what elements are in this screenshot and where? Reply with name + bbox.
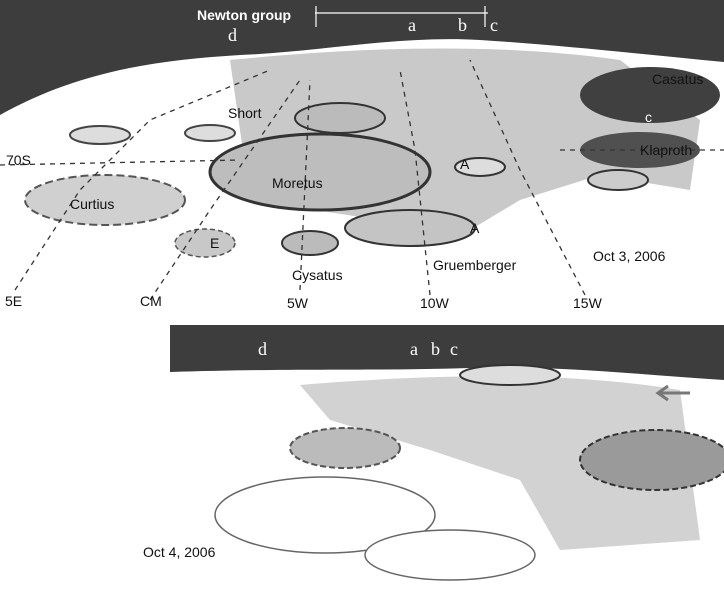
bottom-b-label: b: [431, 339, 440, 359]
gruemberger-crater: [344, 209, 476, 247]
longitude-5w-label: 5W: [287, 295, 308, 311]
newton-b-label: b: [458, 15, 467, 35]
arrow-icon: [655, 384, 690, 402]
small-crater: [69, 125, 131, 145]
e-crater: [174, 228, 236, 258]
e-label: E: [210, 235, 220, 251]
newton-c-label: c: [490, 15, 498, 35]
casatus-label: Casatus: [652, 71, 704, 87]
limb-shadow-top: [0, 0, 724, 115]
short-label: Short: [228, 105, 262, 121]
a-crater: [454, 157, 506, 177]
casatus-c-label: c: [645, 109, 652, 125]
cysatus-label: Cysatus: [292, 267, 343, 283]
gruemberger-label: Gruemberger: [433, 257, 517, 273]
casatus-crater: [580, 67, 720, 123]
longitude-cm-label: CM: [140, 293, 162, 309]
small-crater: [184, 124, 236, 142]
limb-shadow-bottom: [170, 325, 724, 380]
short-crater: [294, 102, 386, 134]
longitude-10w-label: 10W: [420, 295, 449, 311]
newton-group-bracket: [315, 6, 488, 27]
klaproth-label: Klaproth: [640, 142, 693, 158]
crater: [459, 364, 561, 386]
small-crater: [587, 169, 649, 191]
crater-outline: [364, 529, 536, 581]
newton-d-label: d: [228, 25, 237, 45]
moretus-crater: [208, 132, 432, 212]
crater: [289, 427, 401, 469]
cysatus-crater: [281, 230, 339, 256]
large-crater: [579, 429, 724, 491]
curtius-outline: [214, 476, 436, 554]
newton-group-label: Newton group: [197, 7, 292, 23]
a-north-label: A: [460, 156, 470, 172]
a-south-label: A: [470, 220, 480, 236]
date-top: Oct 3, 2006: [593, 248, 666, 264]
latitude-70s-label: 70S: [6, 152, 31, 168]
longitude-15w-label: 15W: [573, 295, 602, 311]
coordinate-grid: [0, 59, 724, 301]
date-bottom: Oct 4, 2006: [143, 544, 216, 560]
terrain-shading-bottom: [300, 376, 700, 550]
newton-a-label: a: [408, 15, 416, 35]
moretus-label: Moretus: [272, 175, 323, 191]
bottom-c-label: c: [450, 339, 458, 359]
bottom-d-label: d: [258, 339, 267, 359]
curtius-label: Curtius: [70, 196, 115, 212]
bottom-a-label: a: [410, 339, 418, 359]
longitude-5e-label: 5E: [5, 293, 23, 309]
